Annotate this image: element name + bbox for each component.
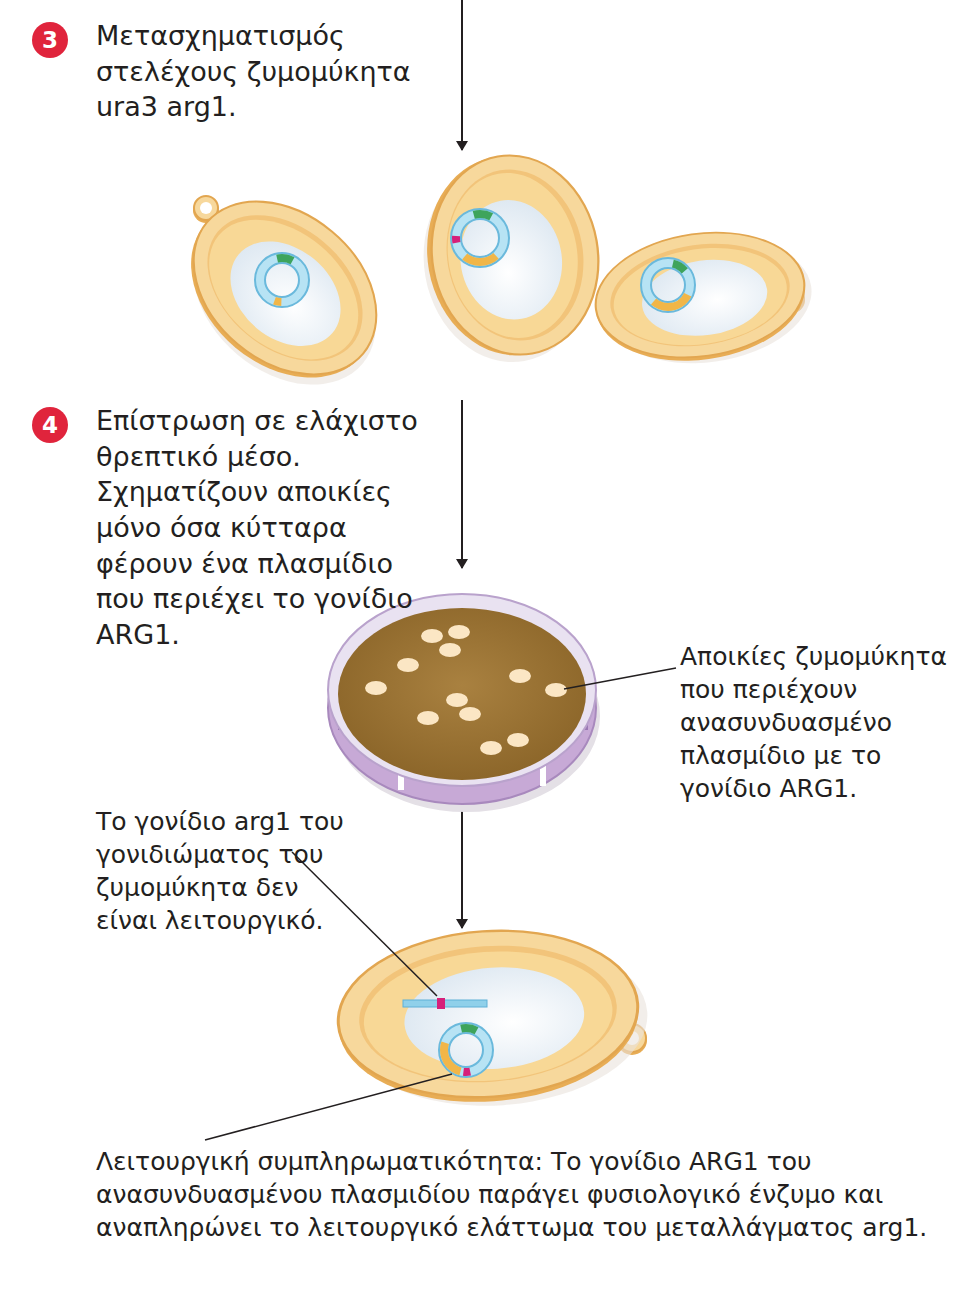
step-arrow (461, 400, 463, 568)
callout-number: 4 (32, 407, 68, 443)
annotation-text: Λειτουργική συμπληρωματικότητα: Το γονίδ… (96, 1145, 946, 1244)
yeast-cell (154, 166, 415, 420)
yeast-cell (407, 142, 615, 375)
step-text: Μετασχηματισμός στελέχους ζυμομύκητα ura… (96, 18, 446, 125)
petri-dish (328, 594, 600, 812)
annotation-text: Το γονίδιο arg1 του γονιδιώματος του ζυμ… (96, 805, 346, 937)
yeast-cell (333, 920, 653, 1116)
yeast-cell (588, 219, 820, 377)
step-arrow (461, 0, 463, 150)
leader-line (564, 668, 676, 689)
callout-number: 3 (32, 22, 68, 58)
step-text: Επίστρωση σε ελάχιστο θρεπτικό μέσο. Σχη… (96, 403, 448, 652)
leader-line (205, 1074, 452, 1140)
step-callout: 4Επίστρωση σε ελάχιστο θρεπτικό μέσο. Σχ… (32, 407, 448, 653)
step-arrow (461, 810, 463, 928)
step-callout: 3Μετασχηματισμός στελέχους ζυμομύκητα ur… (32, 22, 446, 125)
annotation-text: Αποικίες ζυμομύκητα που περιέχουν ανασυν… (680, 640, 962, 805)
